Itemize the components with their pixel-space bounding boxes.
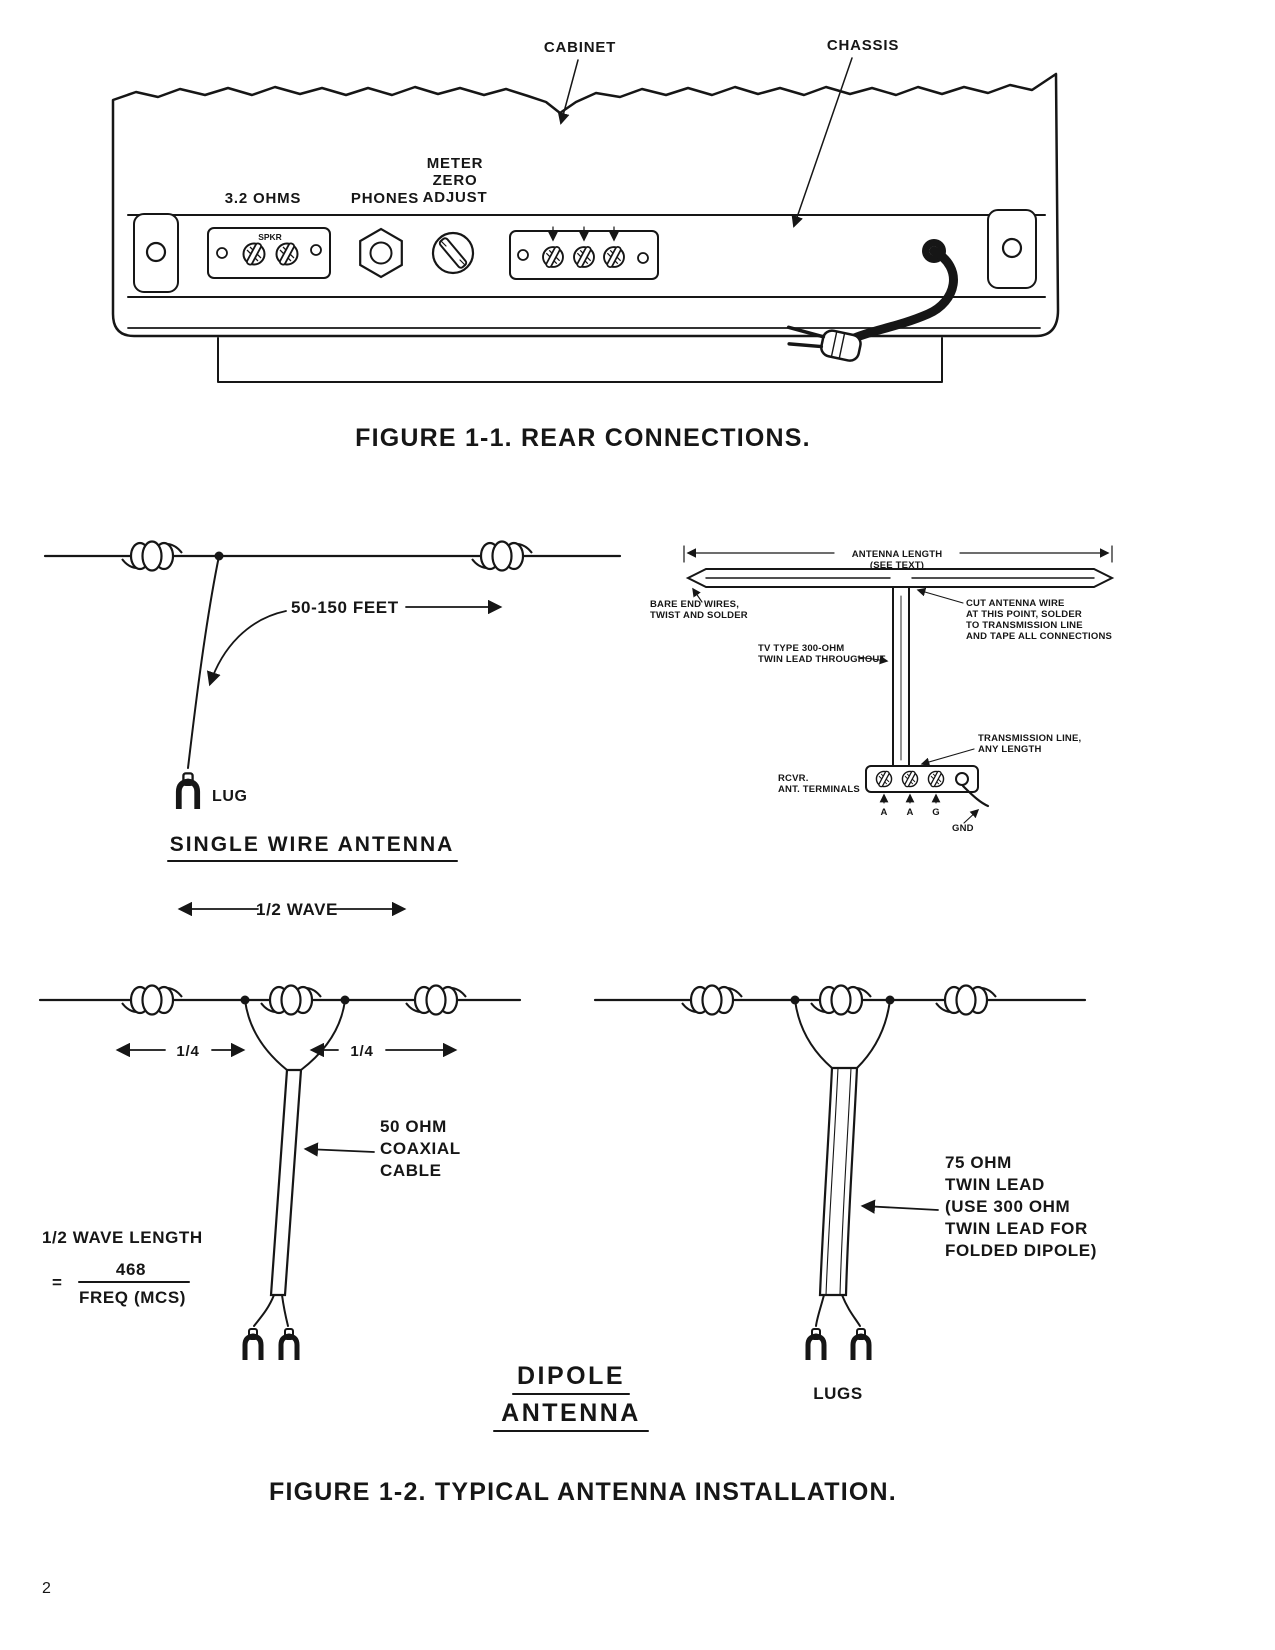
phones-jack [359,227,403,279]
ribbon-tail-right [841,1294,861,1327]
feed-wire-right [300,999,346,1071]
cabinet-label: CABINET [544,39,616,56]
quarter-right-label: 1/4 [350,1043,373,1060]
figure-1-caption: FIGURE 1-1. REAR CONNECTIONS. [355,424,811,452]
single-wire-antenna-diagram: 50-150 FEET LUG SINGLE WIRE ANTENNA 1/2 … [43,540,622,919]
feet-arrow-curved [206,610,287,687]
ribbon-tail-left [815,1294,825,1327]
transmission-leader [920,748,975,767]
lead-in-wire [187,555,220,769]
tv-lead-label-1: TV TYPE 300-OHM [758,643,844,654]
coax-leader [303,1142,375,1157]
power-plug [786,325,862,362]
rcvr-label-1: RCVR. [778,773,809,784]
wave-length-label: 1/2 WAVE LENGTH [42,1228,203,1247]
meter-zero-adjust-screw [431,231,475,275]
antenna-length-label-1: ANTENNA LENGTH [852,549,943,560]
twin-label-3: (USE 300 OHM [945,1197,1070,1216]
quarter-left-label: 1/4 [176,1043,199,1060]
right-mounting-hole [1001,237,1023,259]
page-number: 2 [42,1580,51,1597]
folded-dipole-diagram: ANTENNA LENGTH (SEE TEXT) A A G BARE END… [650,545,1115,834]
gnd-label: GND [952,823,974,834]
transmission-label-1: TRANSMISSION LINE, [978,733,1081,744]
bare-ends-label-2: TWIST AND SOLDER [650,610,748,621]
dipole-title-line2: ANTENNA [501,1399,641,1427]
twin-leader [860,1199,939,1214]
coax-label-1: 50 OHM [380,1117,447,1136]
dipole-coax-diagram: 1/4 1/4 50 OHM COAXIAL CABLE 1/2 WAVE LE… [38,984,522,1361]
dipole-twinlead-diagram: LUGS 75 OHM TWIN LEAD (USE 300 OHM TWIN … [593,984,1097,1403]
ribbon-conductor-right [839,1067,852,1296]
cut-wire-label-1: CUT ANTENNA WIRE [966,598,1065,609]
terminal-label-a1: A [880,807,887,818]
feet-label: 50-150 FEET [291,598,399,617]
tv-lead-label-2: TWIN LEAD THROUGHOUT [758,654,886,665]
chassis-label: CHASSIS [827,37,899,54]
formula-denominator: FREQ (MCS) [79,1288,186,1307]
twin-label-5: FOLDED DIPOLE) [945,1241,1097,1260]
feed-wire-left [794,999,833,1069]
transmission-label-2: ANY LENGTH [978,744,1042,755]
chassis-leader [791,57,853,228]
lugs-label: LUGS [813,1384,863,1403]
feed-wire-right [856,999,891,1069]
cabinet-leader [557,59,579,125]
phones-label: PHONES [351,190,419,207]
ground-wire [961,784,990,808]
speaker-terminal-plate: SPKR [207,227,331,279]
left-mounting-hole [145,241,167,263]
twin-label-1: 75 OHM [945,1153,1012,1172]
cut-wire-label-3: TO TRANSMISSION LINE [966,620,1083,631]
spkr-label: SPKR [258,232,282,242]
coax-cable-body [269,1068,303,1297]
twin-lead-ribbon [818,1066,859,1297]
cut-wire-label-4: AND TAPE ALL CONNECTIONS [966,631,1112,642]
half-wave-label: 1/2 WAVE [256,900,338,919]
ohms-label: 3.2 OHMS [225,190,301,207]
tv-lead-leader [857,655,889,665]
rcvr-label-2: ANT. TERMINALS [778,784,860,795]
cut-wire-label-2: AT THIS POINT, SOLDER [966,609,1082,620]
formula-equals: = [52,1273,63,1292]
figure-1-rear-connections: SPKR [111,37,1060,452]
gnd-leader [963,809,980,824]
cabinet-base [217,337,943,383]
antenna-terminal-plate [509,226,659,280]
meter-label-line1: METER [427,155,484,172]
bare-ends-leader [692,587,703,603]
coax-tail-right [281,1294,289,1327]
chassis-outline [111,72,1060,338]
power-cord [786,239,958,362]
antenna-length-label-2: (SEE TEXT) [870,560,924,571]
folded-element [685,568,1115,588]
ribbon-conductor-left [825,1067,839,1296]
formula-numerator: 468 [116,1260,146,1279]
bare-ends-label-1: BARE END WIRES, [650,599,739,610]
coax-label-2: COAXIAL [380,1139,461,1158]
twin-label-2: TWIN LEAD [945,1175,1045,1194]
figure-2-caption: FIGURE 1-2. TYPICAL ANTENNA INSTALLATION… [269,1478,897,1506]
coax-tail-left [253,1294,275,1327]
terminal-label-g: G [932,807,940,818]
terminal-label-a2: A [906,807,913,818]
meter-label-line3: ADJUST [423,189,488,206]
cut-wire-leader [916,587,964,604]
twin-label-4: TWIN LEAD FOR [945,1219,1088,1238]
lug-label: LUG [212,788,248,805]
feed-wire-left [244,999,288,1071]
coax-label-3: CABLE [380,1161,442,1180]
dipole-title-line1: DIPOLE [517,1362,625,1390]
meter-label-line2: ZERO [433,172,478,189]
single-wire-title: SINGLE WIRE ANTENNA [170,833,455,856]
